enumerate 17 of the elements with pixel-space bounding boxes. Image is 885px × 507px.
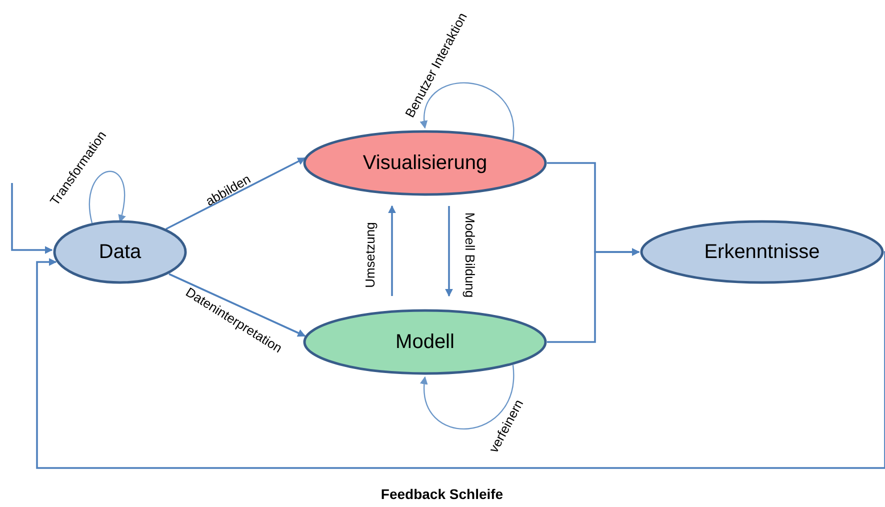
node-label: Visualisierung bbox=[362, 152, 488, 174]
arrow bbox=[11, 183, 53, 254]
arrow bbox=[168, 273, 306, 337]
arrow bbox=[166, 157, 306, 230]
arrow bbox=[388, 205, 396, 296]
arrow bbox=[547, 248, 640, 343]
node-label: Erkenntnisse bbox=[704, 240, 820, 264]
loop-arrow bbox=[89, 170, 126, 224]
edge-label: Umsetzung bbox=[362, 222, 378, 288]
node-label: Data bbox=[98, 240, 142, 264]
edge-label: Modell Bildung bbox=[462, 212, 478, 298]
node-label: Modell bbox=[396, 330, 454, 354]
loop-arrow bbox=[420, 365, 514, 430]
edge-label: Feedback Schleife bbox=[380, 486, 504, 502]
loop-arrow bbox=[420, 82, 514, 140]
arrow bbox=[36, 251, 885, 469]
arrow bbox=[445, 206, 453, 297]
